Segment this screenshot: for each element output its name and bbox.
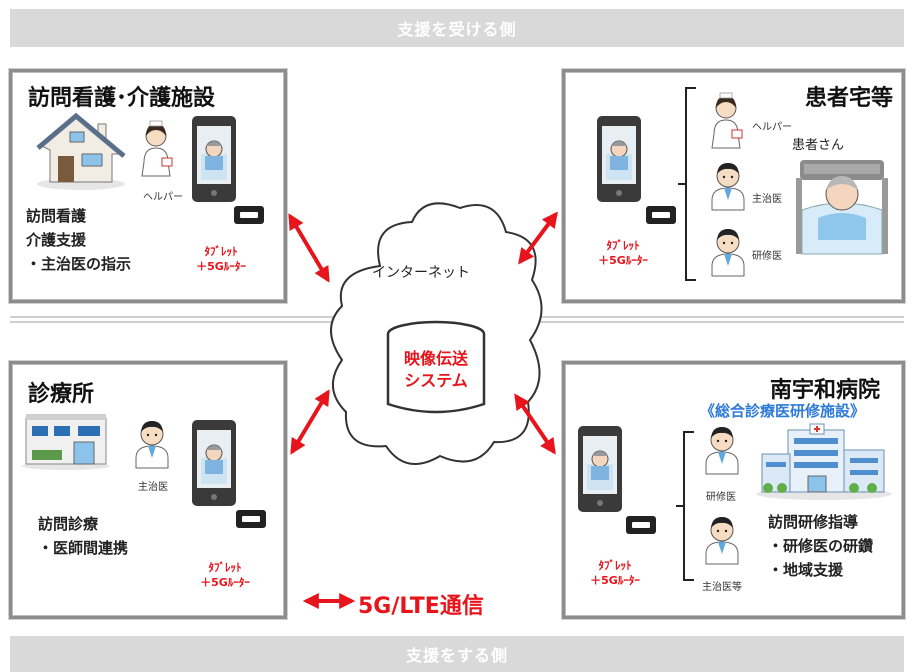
video-transmission-system-label: 映像伝送 システム [376, 348, 496, 392]
attending-label: 主治医 [752, 194, 782, 205]
device-line: ＋5Gﾙｰﾀｰ [196, 260, 246, 273]
internet-cloud-icon [330, 202, 543, 465]
device-line: ＋5Gﾙｰﾀｰ [590, 574, 640, 587]
panel-clinic [12, 364, 284, 616]
system-line: 映像伝送 [403, 349, 468, 368]
panel-title: 患者宅等 [805, 86, 894, 111]
hospital-description: 訪問研修指導 ・研修医の研鑽 ・地域支援 [768, 510, 873, 582]
panel-title: 診療所 [28, 382, 95, 407]
bracket [678, 87, 696, 281]
device-line: ﾀﾌﾞﾚｯﾄ [606, 239, 640, 252]
attending-label: 主治医等 [702, 582, 742, 593]
clinic-building-icon [22, 414, 110, 470]
device-label: ﾀﾌﾞﾚｯﾄ ＋5Gﾙｰﾀｰ [588, 238, 658, 268]
system-line: システム [404, 371, 468, 390]
device-line: ﾀﾌﾞﾚｯﾄ [598, 559, 632, 572]
desc-line: 訪問看護 [26, 207, 87, 225]
visiting-care-description: 訪問看護 介護支援 ・主治医の指示 [26, 204, 131, 276]
panel-title: 訪問看護･介護施設 [28, 86, 216, 111]
panel-title: 南宇和病院 [770, 378, 881, 403]
device-label: ﾀﾌﾞﾚｯﾄ ＋5Gﾙｰﾀｰ [190, 560, 260, 590]
device-line: ＋5Gﾙｰﾀｰ [598, 254, 648, 267]
helper-label: ヘルパー [752, 122, 792, 133]
hospital-building-icon [756, 423, 892, 500]
house-icon [36, 112, 126, 190]
panel-subtitle: 《総合診療医研修施設》 [700, 402, 866, 420]
arrow-patient-home [518, 211, 558, 265]
helper-label: ヘルパー [143, 192, 183, 203]
desc-line: 訪問診療 [38, 515, 99, 533]
desc-line: ・主治医の指示 [26, 255, 132, 273]
device-label: ﾀﾌﾞﾚｯﾄ ＋5Gﾙｰﾀｰ [580, 558, 650, 588]
device-label: ﾀﾌﾞﾚｯﾄ ＋5Gﾙｰﾀｰ [186, 244, 256, 274]
attending-label: 主治医 [138, 482, 168, 493]
arrow-visiting-care [288, 213, 330, 283]
banner-supporting-side: 支援をする側 [10, 636, 904, 672]
desc-line: ・地域支援 [768, 561, 844, 579]
resident-label: 研修医 [752, 251, 782, 262]
banner-receiving-side: 支援を受ける側 [10, 9, 904, 47]
device-line: ﾀﾌﾞﾚｯﾄ [208, 561, 242, 574]
desc-line: 介護支援 [26, 231, 87, 249]
device-line: ﾀﾌﾞﾚｯﾄ [204, 245, 238, 258]
arrow-hospital [514, 393, 556, 455]
device-line: ＋5Gﾙｰﾀｰ [200, 576, 250, 589]
clinic-description: 訪問診療 ・医師間連携 [38, 512, 128, 560]
desc-line: ・研修医の研鑽 [768, 537, 874, 555]
legend-label: 5G/LTE通信 [358, 594, 484, 619]
desc-line: ・医師間連携 [38, 539, 129, 557]
desc-line: 訪問研修指導 [768, 513, 859, 531]
cloud-label: インターネット [372, 265, 470, 281]
patient-in-bed-icon [796, 160, 888, 255]
patient-label: 患者さん [792, 138, 845, 153]
bracket [676, 431, 694, 581]
resident-label: 研修医 [706, 492, 736, 503]
arrow-clinic [290, 389, 330, 455]
